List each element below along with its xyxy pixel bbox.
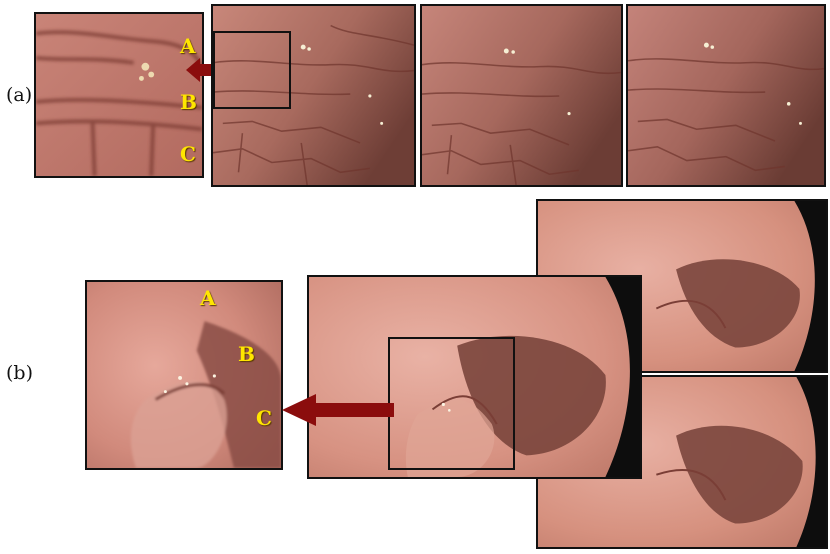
- panel-a-frame-3: [626, 4, 826, 187]
- panel-b-label: (b): [6, 362, 33, 384]
- panel-b-roi-box: [388, 337, 515, 470]
- marker-a-A: A: [180, 34, 196, 58]
- marker-b-C: C: [256, 406, 272, 430]
- panel-a-label: (a): [6, 84, 33, 106]
- panel-a-roi-box: [213, 31, 291, 109]
- marker-a-B: B: [180, 90, 197, 114]
- arrow-left-icon: [282, 394, 394, 426]
- marker-b-B: B: [238, 342, 255, 366]
- panel-a-frame-2: [420, 4, 623, 187]
- marker-b-A: A: [200, 286, 216, 310]
- panel-b-frame-main: [307, 275, 642, 479]
- marker-a-C: C: [180, 142, 196, 166]
- panel-a-zoom-image: [34, 12, 204, 178]
- panel-b-zoom-image: [85, 280, 283, 470]
- panel-a-frame-1: [211, 4, 416, 187]
